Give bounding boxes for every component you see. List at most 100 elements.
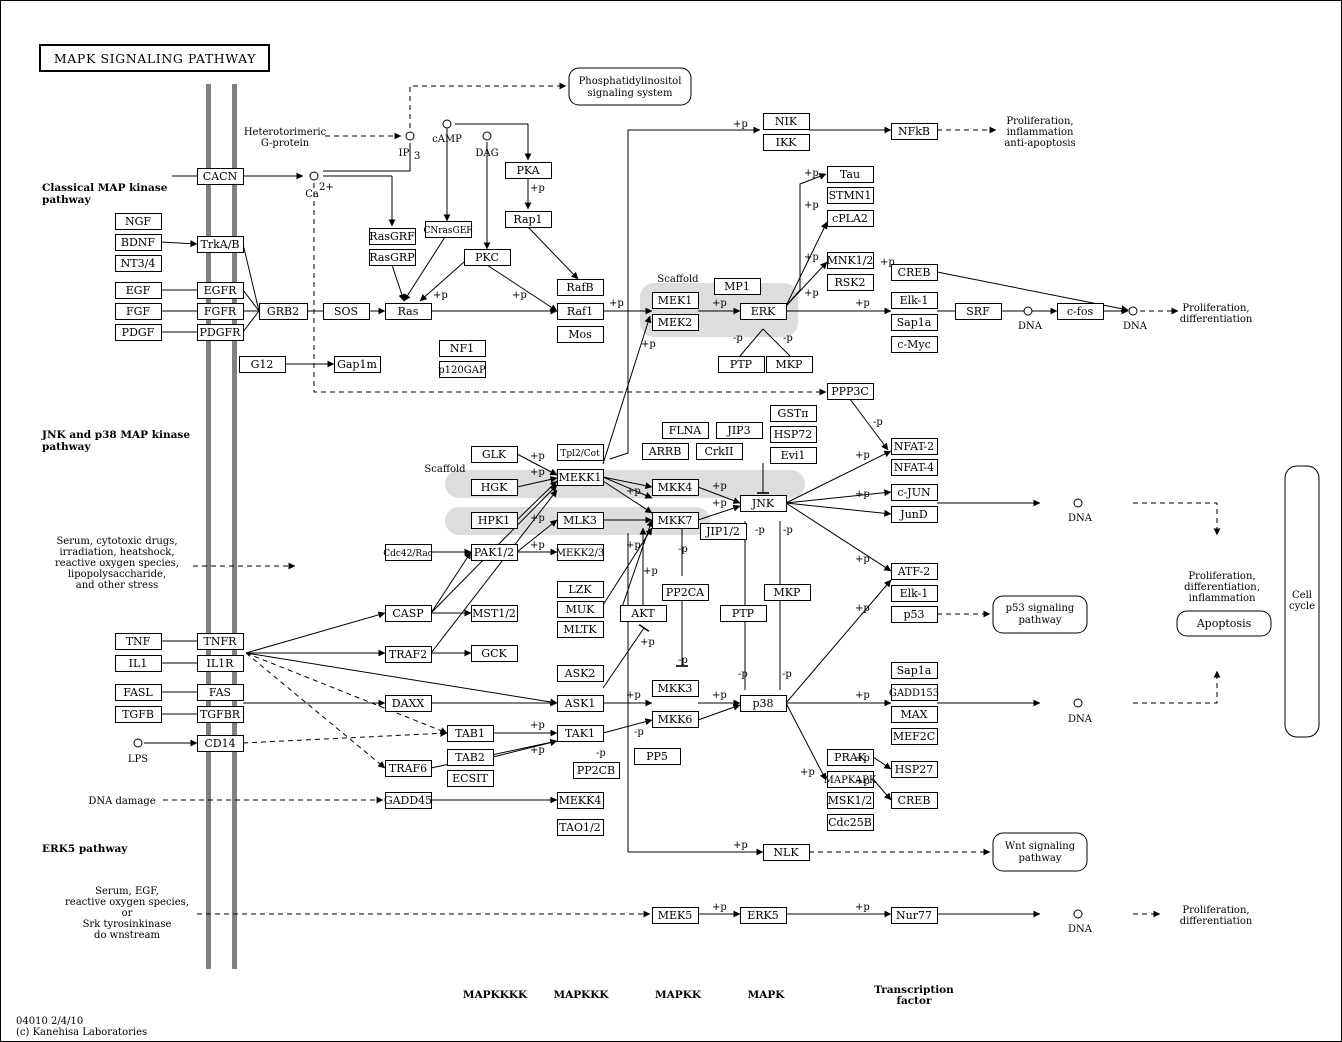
gene-max[interactable]: MAX	[891, 706, 938, 723]
gene-nt34[interactable]: NT3/4	[115, 255, 162, 272]
gene-jnk[interactable]: JNK	[740, 495, 787, 512]
gene-mkk3[interactable]: MKK3	[652, 680, 699, 697]
gene-ptp2[interactable]: PTP	[720, 605, 767, 622]
gene-glk[interactable]: GLK	[471, 446, 518, 463]
gene-rsk2[interactable]: RSK2	[827, 274, 874, 291]
gene-il1r[interactable]: IL1R	[197, 655, 244, 672]
ca-compound[interactable]: Ca	[305, 171, 319, 200]
gene-tnfr[interactable]: TNFR	[197, 633, 244, 650]
gene-fas[interactable]: FAS	[197, 684, 244, 701]
gene-ask2[interactable]: ASK2	[557, 665, 604, 682]
gene-mekk4[interactable]: MEKK4	[557, 792, 604, 809]
gene-cpla2[interactable]: cPLA2	[827, 210, 874, 227]
gene-mst12[interactable]: MST1/2	[471, 605, 518, 622]
gene-jund[interactable]: JunD	[891, 506, 938, 523]
gene-akt[interactable]: AKT	[620, 605, 667, 622]
gene-nfat2[interactable]: NFAT-2	[891, 438, 938, 455]
gene-pp5[interactable]: PP5	[634, 748, 681, 765]
gene-tab2[interactable]: TAB2	[447, 749, 494, 766]
gene-bdnf[interactable]: BDNF	[115, 234, 162, 251]
gene-rafb[interactable]: RafB	[557, 279, 604, 296]
dag-compound[interactable]: DAG	[475, 131, 499, 159]
gene-tau[interactable]: Tau	[827, 166, 874, 183]
gene-mltk[interactable]: MLTK	[557, 621, 604, 638]
gene-hsp72[interactable]: HSP72	[770, 426, 817, 443]
gene-nf1[interactable]: NF1	[439, 340, 486, 357]
gene-pdgf[interactable]: PDGF	[115, 324, 162, 341]
gene-gck[interactable]: GCK	[471, 645, 518, 662]
dna-2-compound[interactable]: DNA	[1123, 306, 1148, 332]
gene-cnrasgef[interactable]: CNrasGEF	[423, 221, 473, 238]
gene-daxx[interactable]: DAXX	[385, 695, 432, 712]
gene-hpk1[interactable]: HPK1	[471, 512, 518, 529]
dna-5-compound[interactable]: DNA	[1068, 909, 1093, 935]
gene-tgfbr[interactable]: TGFBR	[197, 706, 244, 723]
gene-cdc25b[interactable]: Cdc25B	[827, 814, 874, 831]
gene-mekk23[interactable]: MEKK2/3	[556, 544, 605, 561]
gene-crkii[interactable]: CrkII	[696, 443, 743, 460]
gene-prak[interactable]: PRAK	[827, 749, 874, 766]
gene-nik[interactable]: NIK	[763, 113, 810, 130]
gene-mapkapk[interactable]: MAPKAPK	[824, 771, 877, 788]
gene-gadd153[interactable]: GADD153	[889, 684, 939, 701]
gene-egfr[interactable]: EGFR	[197, 282, 244, 299]
lps-compound[interactable]: LPS	[128, 738, 148, 765]
gene-mekk1[interactable]: MEKK1	[557, 469, 604, 486]
gene-mkp1[interactable]: MKP	[766, 356, 813, 373]
gene-erk[interactable]: ERK	[740, 303, 787, 320]
gene-cfos[interactable]: c-fos	[1057, 303, 1104, 320]
gene-mkp2[interactable]: MKP	[764, 584, 811, 601]
gene-sap1a2[interactable]: Sap1a	[891, 662, 938, 679]
gene-elk1a[interactable]: Elk-1	[891, 292, 938, 309]
gene-cdc42[interactable]: Cdc42/Rac	[383, 544, 433, 561]
gene-fgf[interactable]: FGF	[115, 303, 162, 320]
gene-atf2[interactable]: ATF-2	[891, 563, 938, 580]
gene-egf[interactable]: EGF	[115, 282, 162, 299]
gene-fgfr[interactable]: FGFR	[197, 303, 244, 320]
gene-rasgrp[interactable]: RasGRP	[369, 249, 416, 266]
pathway-link-apoptosis[interactable]: Apoptosis	[1176, 610, 1272, 637]
gene-fasl[interactable]: FASL	[115, 684, 162, 701]
gene-tpl2[interactable]: Tpl2/Cot	[557, 444, 604, 461]
gene-mos[interactable]: Mos	[557, 326, 604, 343]
gene-mkk6[interactable]: MKK6	[652, 711, 699, 728]
gene-arrb[interactable]: ARRB	[642, 443, 689, 460]
gene-casp[interactable]: CASP	[385, 605, 432, 622]
pathway-link-p53[interactable]: p53 signaling pathway	[992, 595, 1088, 634]
ip3-compound[interactable]: IP	[399, 131, 415, 159]
gene-srf[interactable]: SRF	[955, 303, 1002, 320]
gene-nfkb[interactable]: NFkB	[891, 123, 938, 140]
gene-erk5[interactable]: ERK5	[740, 907, 787, 924]
gene-mkk4[interactable]: MKK4	[652, 479, 699, 496]
dna-3-compound[interactable]: DNA	[1068, 498, 1093, 524]
gene-pp2cb[interactable]: PP2CB	[573, 762, 620, 779]
dna-1-compound[interactable]: DNA	[1018, 306, 1043, 332]
gene-ecsit[interactable]: ECSIT	[447, 770, 494, 787]
gene-raf1[interactable]: Raf1	[557, 303, 604, 320]
gene-creb1[interactable]: CREB	[891, 264, 938, 281]
gene-pka[interactable]: PKA	[505, 162, 552, 179]
gene-tnf[interactable]: TNF	[115, 633, 162, 650]
gene-mnk12[interactable]: MNK1/2	[827, 252, 874, 269]
gene-nlk[interactable]: NLK	[763, 844, 810, 861]
gene-ras[interactable]: Ras	[385, 303, 432, 320]
gene-mek5[interactable]: MEK5	[652, 907, 699, 924]
gene-pak12[interactable]: PAK1/2	[471, 544, 518, 561]
gene-msk12[interactable]: MSK1/2	[827, 792, 874, 809]
gene-hgk[interactable]: HGK	[471, 479, 518, 496]
pathway-link-phosphatidylinositol[interactable]: Phosphatidylinositol signaling system	[568, 67, 692, 106]
gene-cmyc[interactable]: c-Myc	[891, 336, 938, 353]
gene-tak1[interactable]: TAK1	[557, 725, 604, 742]
gene-cd14[interactable]: CD14	[197, 735, 244, 752]
gene-jip12[interactable]: JIP1/2	[700, 523, 747, 540]
gene-rap1[interactable]: Rap1	[505, 211, 552, 228]
gene-sap1a1[interactable]: Sap1a	[891, 314, 938, 331]
gene-cjun[interactable]: c-JUN	[891, 484, 938, 501]
gene-stmn1[interactable]: STMN1	[827, 187, 874, 204]
gene-g12[interactable]: G12	[239, 356, 286, 373]
gene-cacn[interactable]: CACN	[197, 168, 244, 185]
gene-pp2ca[interactable]: PP2CA	[662, 584, 709, 601]
camp-compound[interactable]: cAMP	[432, 119, 462, 145]
gene-p53[interactable]: p53	[891, 606, 938, 623]
gene-flna[interactable]: FLNA	[662, 422, 709, 439]
